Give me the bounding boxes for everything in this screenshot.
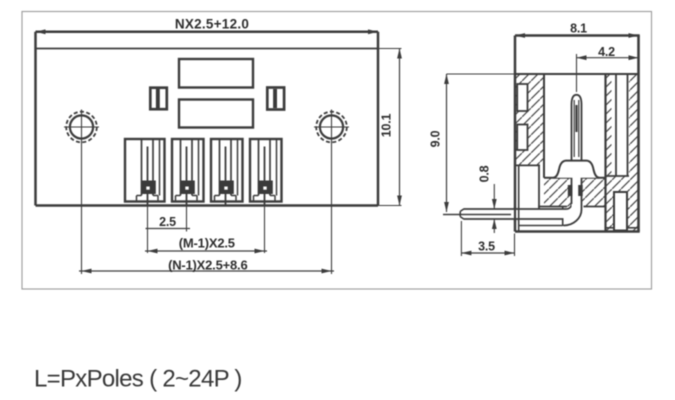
svg-text:4.2: 4.2 <box>598 45 615 59</box>
svg-text:NX2.5+12.0: NX2.5+12.0 <box>175 16 249 31</box>
svg-text:8.1: 8.1 <box>570 22 587 36</box>
svg-text:2.5: 2.5 <box>159 215 176 229</box>
svg-text:(N-1)X2.5+8.6: (N-1)X2.5+8.6 <box>168 257 247 272</box>
svg-text:9.0: 9.0 <box>429 130 443 147</box>
svg-text:3.5: 3.5 <box>478 240 495 254</box>
svg-text:10.1: 10.1 <box>380 113 394 137</box>
svg-text:0.8: 0.8 <box>478 165 492 182</box>
svg-text:(M-1)X2.5: (M-1)X2.5 <box>179 236 235 251</box>
svg-text:L=PxPoles ( 2~24P ): L=PxPoles ( 2~24P ) <box>34 366 242 393</box>
